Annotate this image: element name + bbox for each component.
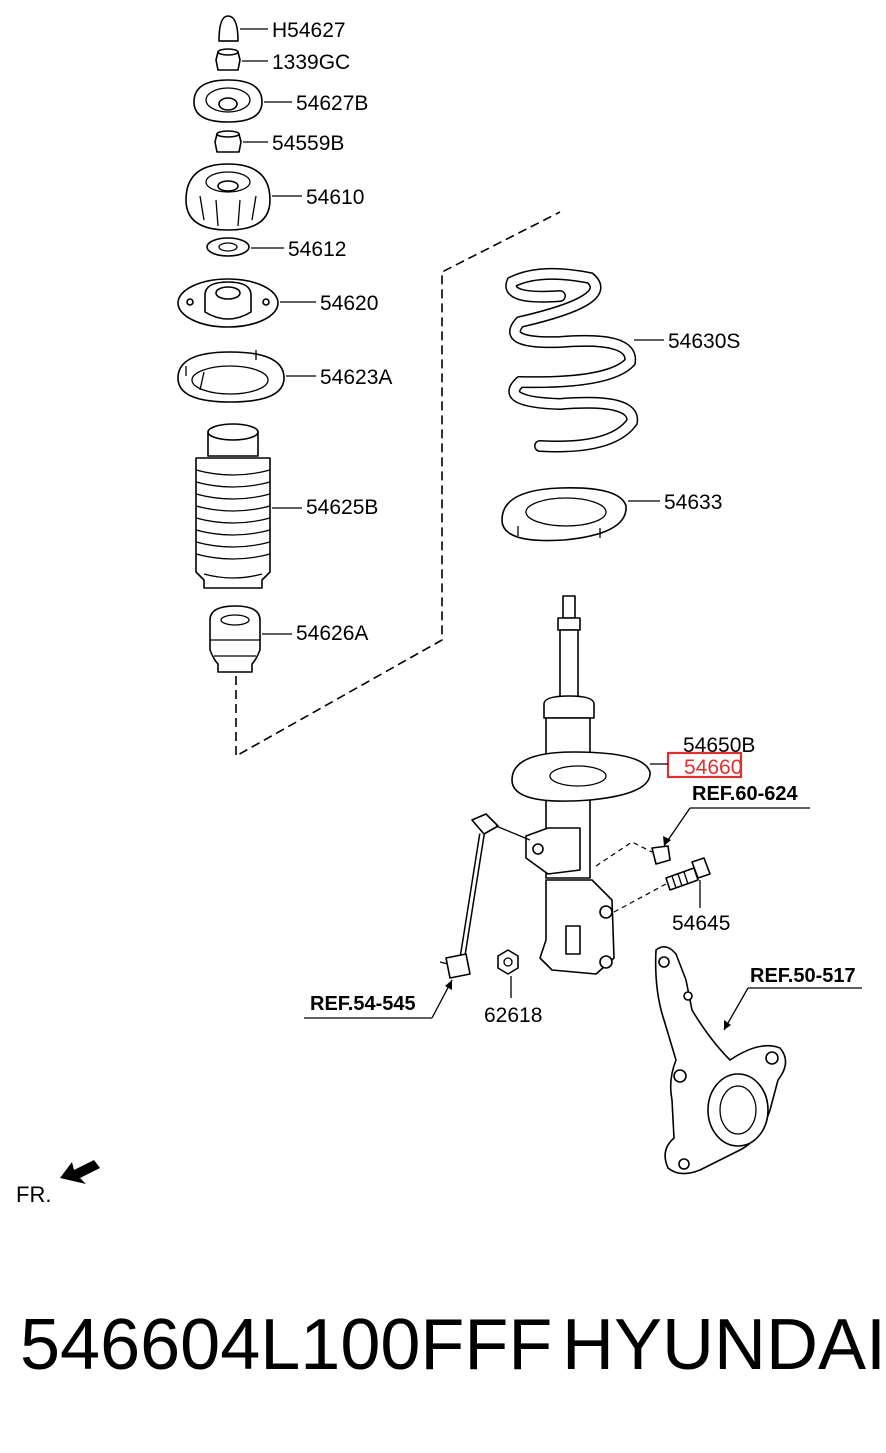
spring-54630s (505, 267, 639, 453)
bearing-54620 (177, 278, 279, 328)
nut-1339gc (215, 48, 241, 71)
label-54626a: 54626A (296, 622, 368, 645)
label-54610: 54610 (306, 186, 364, 209)
label-54627b: 54627B (296, 92, 368, 115)
boot-54625b (195, 423, 271, 589)
label-62618: 62618 (484, 1004, 542, 1027)
highlight-box-54660 (666, 751, 743, 779)
nut-54559b (214, 130, 242, 153)
label-1339gc: 1339GC (272, 51, 350, 74)
label-54633: 54633 (664, 491, 722, 514)
assembly-dashed-line (235, 211, 561, 758)
brand-name: HYUNDAI (562, 1305, 886, 1385)
ref-54-545: REF.54-545 (310, 993, 416, 1015)
nut-62618 (497, 949, 519, 975)
part-number: 546604L100FFF (20, 1305, 553, 1385)
label-54630s: 54630S (668, 330, 740, 353)
label-54559b: 54559B (272, 132, 344, 155)
flange-nut (651, 845, 671, 865)
mount-54610 (185, 163, 271, 231)
label-54623a: 54623A (320, 366, 392, 389)
cap-h54627 (218, 15, 239, 42)
washer-54627b (193, 79, 263, 123)
washer-54612 (206, 237, 250, 257)
label-54650b: 54650B (683, 734, 755, 757)
ref-60-624: REF.60-624 (692, 783, 798, 805)
front-arrow-icon (60, 1160, 100, 1184)
label-54620: 54620 (320, 292, 378, 315)
label-54625b: 54625B (306, 496, 378, 519)
footer: 546604L100FFF HYUNDAI (0, 1305, 886, 1395)
label-54660: 54660 (684, 756, 742, 779)
bumper-54626a (209, 605, 261, 673)
stabilizer-link (439, 813, 531, 979)
label-54612: 54612 (288, 238, 346, 261)
direction-label: FR. (16, 1182, 51, 1207)
pad-54633 (501, 487, 627, 542)
strut-assembly (511, 595, 651, 975)
steering-knuckle (654, 946, 787, 1175)
bolt-54645 (665, 857, 711, 891)
seat-54623a (177, 350, 285, 403)
label-h54627: H54627 (272, 19, 346, 42)
label-54645: 54645 (672, 912, 730, 935)
ref-50-517: REF.50-517 (750, 965, 856, 987)
